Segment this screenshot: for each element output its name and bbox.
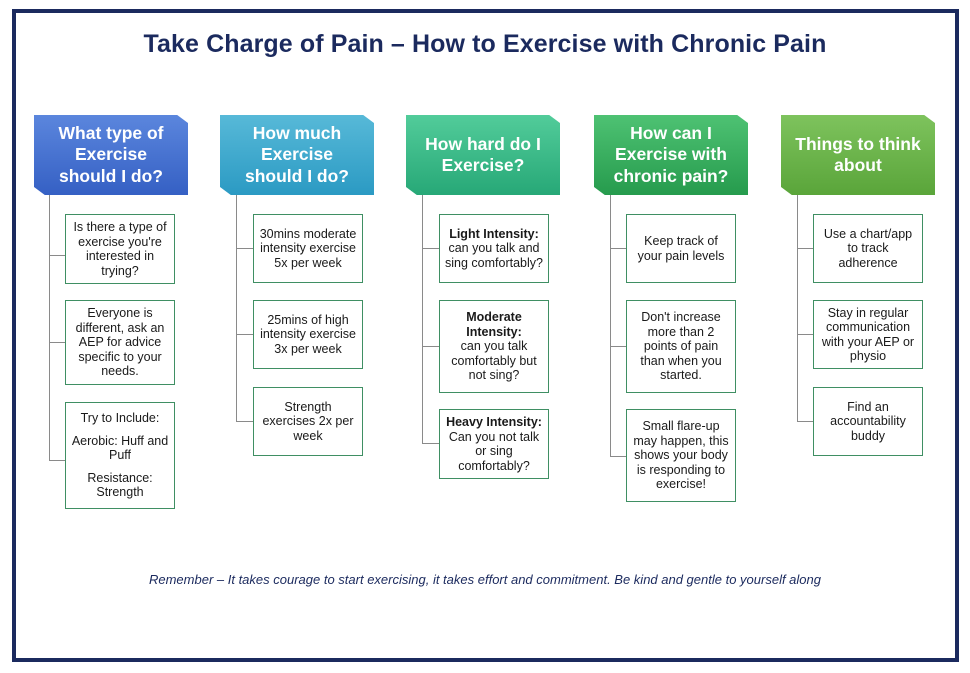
connector-branch bbox=[49, 460, 65, 461]
connector-line bbox=[797, 195, 798, 421]
connector-branch bbox=[797, 421, 813, 422]
list-item: Is there a type of exercise you're inter… bbox=[65, 214, 175, 284]
intensity-label: Light Intensity: bbox=[449, 226, 539, 241]
connector-line bbox=[610, 195, 611, 456]
connector-line bbox=[236, 195, 237, 421]
list-item: Use a chart/app to track adherence bbox=[813, 214, 923, 283]
list-item: Don't increase more than 2 points of pai… bbox=[626, 300, 736, 393]
list-item: Everyone is different, ask an AEP for ad… bbox=[65, 300, 175, 385]
connector-line bbox=[49, 195, 50, 460]
connector-branch bbox=[236, 248, 253, 249]
item-label: Try to Include: bbox=[80, 411, 160, 426]
connector-branch bbox=[49, 342, 65, 343]
page-title: Take Charge of Pain – How to Exercise wi… bbox=[143, 30, 827, 58]
connector-branch bbox=[236, 421, 253, 422]
connector-branch bbox=[422, 248, 439, 249]
connector-branch bbox=[236, 334, 253, 335]
intensity-text: can you talk and sing comfortably? bbox=[445, 241, 543, 270]
connector-branch bbox=[422, 443, 439, 444]
connector-branch bbox=[422, 346, 439, 347]
list-item: 25mins of high intensity exercise 3x per… bbox=[253, 300, 363, 369]
header-exercise-intensity: How hard do I Exercise? bbox=[406, 115, 560, 195]
header-things-to-think: Things to think about bbox=[781, 115, 935, 195]
list-item: 30mins moderate intensity exercise 5x pe… bbox=[253, 214, 363, 283]
list-item: Find an accountability buddy bbox=[813, 387, 923, 456]
intensity-label: Moderate Intensity: bbox=[466, 310, 522, 339]
item-line: Aerobic: Huff and Puff bbox=[71, 433, 169, 463]
connector-branch bbox=[610, 456, 626, 457]
footer-note: Remember – It takes courage to start exe… bbox=[148, 572, 821, 587]
item-line: Resistance: Strength bbox=[87, 470, 153, 500]
header-chronic-pain: How can I Exercise with chronic pain? bbox=[594, 115, 748, 195]
connector-branch bbox=[49, 255, 65, 256]
connector-line bbox=[422, 195, 423, 443]
connector-branch bbox=[610, 346, 626, 347]
list-item: Heavy Intensity: Can you not talk or sin… bbox=[439, 409, 549, 479]
list-item: Moderate Intensity: can you talk comfort… bbox=[439, 300, 549, 393]
intensity-text: Can you not talk or sing comfortably? bbox=[448, 429, 540, 473]
list-item: Small flare-up may happen, this shows yo… bbox=[626, 409, 736, 502]
list-item: Stay in regular communication with your … bbox=[813, 300, 923, 369]
header-exercise-type: What type of Exercise should I do? bbox=[34, 115, 188, 195]
list-item: Keep track of your pain levels bbox=[626, 214, 736, 283]
list-item: Try to Include: Aerobic: Huff and Puff R… bbox=[65, 402, 175, 509]
intensity-label: Heavy Intensity: bbox=[446, 415, 542, 429]
connector-branch bbox=[610, 248, 626, 249]
connector-branch bbox=[797, 334, 813, 335]
list-item: Strength exercises 2x per week bbox=[253, 387, 363, 456]
intensity-text: can you talk comfortably but not sing? bbox=[451, 339, 537, 383]
header-exercise-amount: How much Exercise should I do? bbox=[220, 115, 374, 195]
list-item: Light Intensity: can you talk and sing c… bbox=[439, 214, 549, 283]
connector-branch bbox=[797, 248, 813, 249]
